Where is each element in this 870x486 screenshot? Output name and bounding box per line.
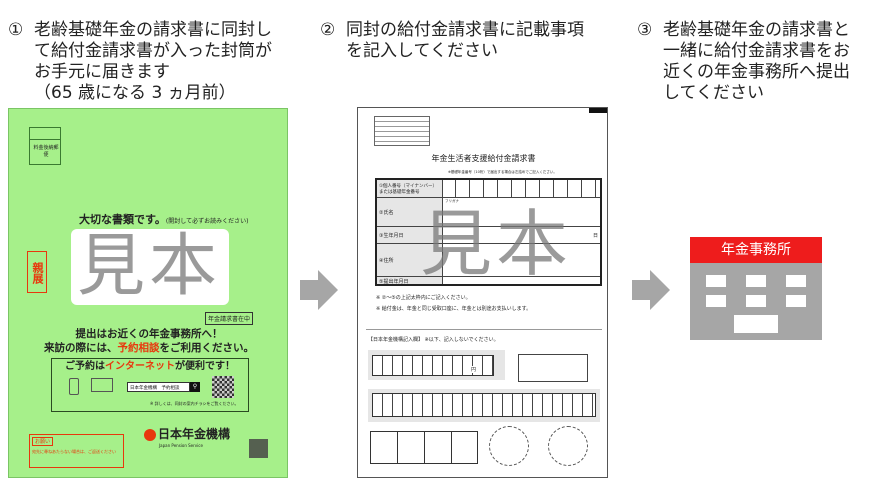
important-label: 大切な書類です。(開封して必ずお読みください) bbox=[79, 213, 249, 226]
smartphone-icon bbox=[69, 378, 79, 395]
caption-line: て給付金請求書が入った封筒が bbox=[34, 41, 272, 61]
form-note: ※ ②～⑤の上記太枠内にご記入ください。 bbox=[376, 295, 471, 301]
qr-code bbox=[212, 376, 234, 398]
caption-line: してください bbox=[663, 83, 764, 103]
confidential-stamp: 親展 bbox=[27, 251, 47, 293]
envelope-sample: 料金後納郵便 大切な書類です。(開封して必ずお読みください) 見本 親展 年金請… bbox=[8, 108, 288, 478]
building-windows bbox=[706, 275, 806, 333]
furigana-label: フリガナ bbox=[445, 199, 459, 203]
office-stamp-table bbox=[370, 431, 478, 464]
org-name: 日本年金機構 bbox=[158, 427, 231, 441]
caption-line: を記入してください bbox=[346, 41, 498, 61]
submit-text: 提出はお近くの年金事務所へ！ bbox=[75, 328, 223, 340]
step-number: ② bbox=[320, 20, 336, 40]
office-code-area bbox=[368, 389, 600, 422]
notice-text: 宛先に尋ねあたらない場合は、ご返送ください bbox=[32, 449, 116, 454]
office-label: 年金事務所 bbox=[690, 237, 822, 263]
arrow-right-icon bbox=[632, 270, 670, 310]
step-3-caption: ③ 老齢基礎年金の請求書と一緒に給付金請求書をお近くの年金事務所へ提出してくださ… bbox=[637, 20, 850, 104]
org-sub: Japan Pension Service bbox=[159, 443, 203, 448]
barcode bbox=[249, 439, 268, 458]
office-stamp-circle bbox=[548, 426, 588, 466]
field-label-address: ④住所 bbox=[379, 258, 394, 264]
applicant-fields: ①個人番号（マイナンバー）または基礎年金番号 ②氏名 フリガナ ③生年月日 日 … bbox=[375, 178, 602, 286]
caption-line: 老齢基礎年金の請求書と bbox=[663, 20, 850, 40]
field-label-birthdate: ③生年月日 bbox=[379, 233, 404, 239]
day-label: 日 bbox=[593, 233, 599, 239]
field-label-date: ⑤提出年月日 bbox=[379, 279, 409, 285]
pension-logo-icon bbox=[144, 429, 156, 441]
monitor-icon bbox=[91, 378, 113, 392]
field-label-name: ②氏名 bbox=[379, 210, 394, 216]
caption-line: （65 歳になる 3 ヵ月前） bbox=[34, 83, 236, 103]
arrow-right-icon bbox=[300, 270, 338, 310]
pension-office-icon: 年金事務所 bbox=[690, 237, 822, 340]
office-check-box bbox=[518, 354, 588, 382]
office-section-label: 【日本年金機構記入欄】 ※以下、記入しないでください。 bbox=[368, 337, 499, 343]
postage-label: 料金後納郵便 bbox=[33, 145, 59, 158]
building-body bbox=[690, 263, 822, 340]
notice-box: お願い 宛先に尋ねあたらない場合は、ご返送ください bbox=[29, 434, 124, 468]
caption-line: 一緒に給付金請求書をお bbox=[663, 41, 850, 61]
step-2-caption: ② 同封の給付金請求書に記載事項を記入してください bbox=[320, 20, 584, 62]
caption-line: 近くの年金事務所へ提出 bbox=[663, 62, 850, 82]
field-label-number: ①個人番号（マイナンバー）または基礎年金番号 bbox=[379, 184, 437, 195]
address-window bbox=[71, 229, 229, 305]
step-number: ① bbox=[8, 20, 24, 40]
receipt-stamp-circle bbox=[489, 426, 529, 466]
reservation-text: ご予約はインターネットが便利です！ bbox=[65, 361, 235, 372]
search-box: 日本年金機構 予約相談 bbox=[127, 382, 190, 392]
yen-label: 円 bbox=[471, 366, 477, 373]
step-number: ③ bbox=[637, 20, 653, 40]
code-table bbox=[374, 116, 430, 146]
form-top-note: ※基礎年金番号（10桁）で届出する場合は左詰めでご記入ください。 bbox=[448, 170, 557, 174]
search-icon: ⚲ bbox=[190, 382, 200, 392]
visit-text: 来訪の際には、予約相談をご利用ください。 bbox=[44, 342, 254, 354]
caption-line: 老齢基礎年金の請求書に同封し bbox=[34, 20, 272, 40]
application-form-sample: 年金生活者支援給付金請求書 ※基礎年金番号（10桁）で届出する場合は左詰めでご記… bbox=[357, 107, 608, 478]
form-note: ※ 給付金は、年金と同じ受取口座に、年金とは別途お支払いします。 bbox=[376, 306, 532, 312]
form-title: 年金生活者支援給付金請求書 bbox=[431, 154, 536, 163]
postage-box: 料金後納郵便 bbox=[29, 127, 61, 165]
notice-label: お願い bbox=[32, 437, 54, 446]
details-note: ※ 詳しくは、同封の案内チラシをご覧ください。 bbox=[150, 401, 239, 406]
caption-line: 同封の給付金請求書に記載事項 bbox=[346, 20, 584, 40]
sample-watermark: 見本 bbox=[77, 227, 222, 306]
caption-line: お手元に届きます bbox=[34, 62, 170, 82]
office-gray-area: 円 bbox=[368, 350, 505, 380]
enclosed-label: 年金請求書在中 bbox=[205, 312, 254, 325]
reservation-box: ご予約はインターネットが便利です！ 日本年金機構 予約相談 ⚲ ※ 詳しくは、同… bbox=[51, 358, 249, 412]
sample-watermark: 見本 bbox=[420, 202, 573, 286]
step-1-caption: ① 老齢基礎年金の請求書に同封して給付金請求書が入った封筒がお手元に届きます（6… bbox=[8, 20, 272, 104]
